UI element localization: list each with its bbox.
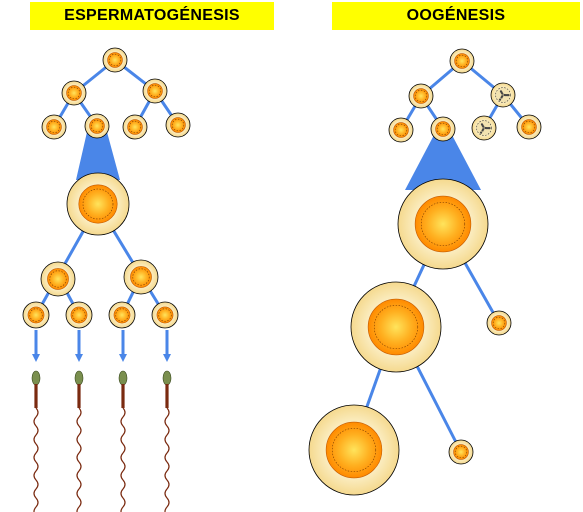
sperm-cell-spermatid-a xyxy=(22,301,50,329)
sperm-cell-l3-c xyxy=(122,114,148,140)
oo-cell-primary-oocyte xyxy=(397,178,489,270)
sperm-cell-secondary-a xyxy=(40,261,76,297)
sperm-cell-spermatogonium xyxy=(102,47,128,73)
sperm-icon-3 xyxy=(118,330,128,512)
oo-cell-polar-body-1 xyxy=(486,310,512,336)
title-oogenesis: OOGÉNESIS xyxy=(332,2,580,30)
sperm-cell-primary-spermatocyte xyxy=(66,172,130,236)
oo-cell-l2-b xyxy=(490,82,516,108)
sperm-cell-l2-a xyxy=(61,80,87,106)
sperm-icon-2 xyxy=(74,330,84,512)
sperm-cell-l3-d xyxy=(165,112,191,138)
sperm-group xyxy=(31,330,172,512)
oo-cell-l3-d xyxy=(516,114,542,140)
oo-cell-oogonium xyxy=(449,48,475,74)
oo-cell-ovum xyxy=(308,404,400,496)
oo-cone xyxy=(405,135,481,190)
oo-cell-l3-c xyxy=(471,115,497,141)
sperm-cell-secondary-b xyxy=(123,259,159,295)
oo-cell-l3-b xyxy=(430,116,456,142)
expansion-cones xyxy=(76,132,481,190)
sperm-icon-4 xyxy=(162,330,172,512)
oo-cell-l2-a xyxy=(408,83,434,109)
sperm-cell-spermatid-c xyxy=(108,301,136,329)
oo-cell-l3-a xyxy=(388,117,414,143)
cells xyxy=(22,47,542,496)
sperm-cell-spermatid-d xyxy=(151,301,179,329)
sperm-cell-l3-a xyxy=(41,114,67,140)
sperm-icon-1 xyxy=(31,330,41,512)
title-spermatogenesis: ESPERMATOGÉNESIS xyxy=(30,2,274,30)
sperm-cell-l2-b xyxy=(142,78,168,104)
oo-cell-polar-body-2 xyxy=(448,439,474,465)
sperm-cell-l3-b xyxy=(84,113,110,139)
sperm-cone xyxy=(76,132,120,180)
oo-cell-secondary-oocyte xyxy=(350,281,442,373)
sperm-cell-spermatid-b xyxy=(65,301,93,329)
